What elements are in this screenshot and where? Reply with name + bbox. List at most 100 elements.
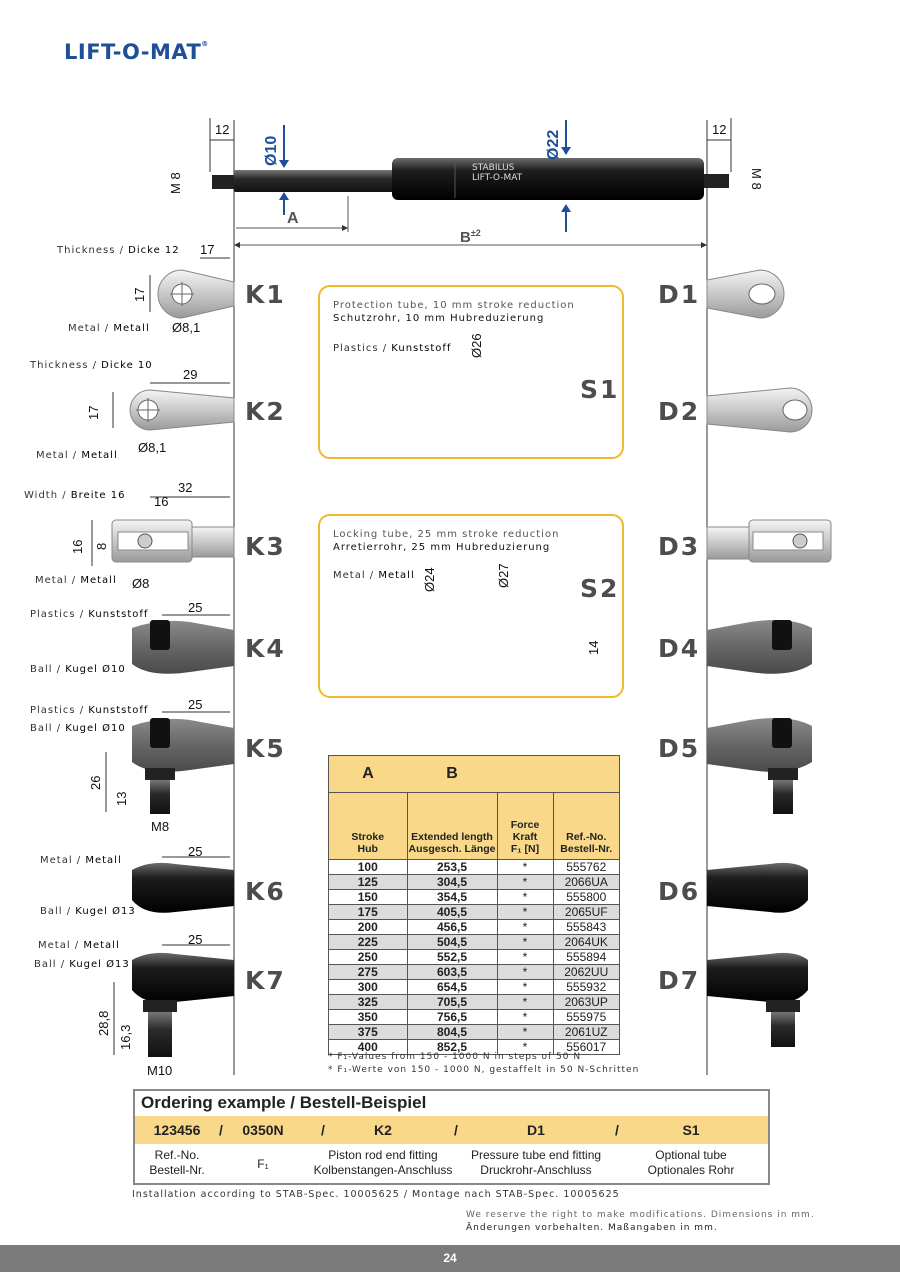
table-cell: * (496, 904, 554, 920)
table-cell: 253,5 (406, 859, 498, 875)
table-cell: 555762 (552, 859, 620, 875)
k6-material: Metal / Metall (40, 855, 122, 866)
k6-drawing (132, 856, 234, 913)
k6-ball: Ball / Kugel Ø13 (40, 906, 136, 917)
k3-w1: 32 (178, 480, 193, 495)
k7-thread: M10 (147, 1063, 173, 1078)
k5-thread: M8 (151, 819, 170, 834)
table-cell: * (496, 859, 554, 875)
table-cell: 325 (328, 994, 408, 1010)
table-cell: 2065UF (552, 904, 620, 920)
k5-plastics: Plastics / Kunststoff (30, 705, 149, 716)
table-cell: 555932 (552, 979, 620, 995)
code-d1: D1 (658, 280, 701, 309)
reserve-note-de: Änderungen vorbehalten. Maßangaben in mm… (466, 1223, 718, 1233)
d4-drawing (707, 620, 812, 674)
table-cell: * (496, 919, 554, 935)
code-k5: K5 (245, 734, 286, 763)
table-cell: * (496, 994, 554, 1010)
table-cell: 150 (328, 889, 408, 905)
code-d3: D3 (658, 532, 701, 561)
k4-width: 25 (188, 600, 203, 615)
s2-material: Metal / Metall (333, 570, 415, 581)
k4-plastics: Plastics / Kunststoff (30, 609, 149, 620)
ordering-example: Ordering example / Bestell-Beispiel 1234… (133, 1089, 770, 1185)
order-tube-end: D1 (527, 1122, 545, 1138)
table-cell: * (496, 874, 554, 890)
header-ref: Ref.-No.Bestell-Nr. (552, 792, 620, 860)
k4-ball: Ball / Kugel Ø10 (30, 664, 126, 675)
rod-diameter: Ø10 (263, 135, 280, 166)
d6-drawing (707, 862, 808, 913)
k2-thickness: Thickness / Dicke 10 (30, 360, 153, 371)
s2-dia1: Ø24 (422, 567, 437, 592)
k6-width: 25 (188, 844, 203, 859)
col-a-top: A (328, 755, 407, 793)
table-cell: 225 (328, 934, 408, 950)
k4-drawing (132, 614, 234, 674)
table-cell: 100 (328, 859, 408, 875)
table-cell: 2061UZ (552, 1024, 620, 1040)
k5-width: 25 (188, 697, 203, 712)
k3-w2: 16 (154, 494, 169, 509)
k1-material: Metal / Metall (68, 323, 150, 334)
sep-2: / (321, 1122, 325, 1138)
k3-h1: 16 (70, 539, 85, 554)
tube-print-2: LIFT-O-MAT (472, 173, 523, 183)
sep-1: / (219, 1122, 223, 1138)
installation-note: Installation according to STAB-Spec. 100… (132, 1189, 620, 1200)
thread-right: M 8 (749, 168, 764, 190)
length-label: B±2 (460, 228, 481, 246)
k2-width: 29 (183, 367, 198, 382)
k5-h1: 26 (88, 775, 103, 790)
s1-box (318, 285, 624, 459)
s2-dia2: Ø27 (496, 563, 511, 588)
k2-height: 17 (86, 405, 101, 420)
col-d-top (553, 755, 620, 793)
thread-left: M 8 (168, 172, 183, 194)
table-cell: 603,5 (406, 964, 498, 980)
table-cell: 2066UA (552, 874, 620, 890)
table-cell: 556017 (552, 1039, 620, 1055)
gas-spring (212, 158, 729, 200)
code-d6: D6 (658, 877, 701, 906)
order-force: 0350N (242, 1122, 284, 1138)
table-cell: * (496, 964, 554, 980)
k2-hole: Ø8,1 (138, 440, 167, 455)
code-s2: S2 (580, 574, 620, 603)
table-cell: 555843 (552, 919, 620, 935)
page-number: 24 (443, 1251, 457, 1265)
d2-drawing (706, 387, 813, 433)
k3-h2: 8 (94, 542, 109, 550)
k1-width: 17 (200, 242, 215, 257)
k1-thickness: Thickness / Dicke 12 (57, 245, 180, 256)
d5-drawing (707, 718, 812, 814)
table-cell: 555800 (552, 889, 620, 905)
k3-material: Metal / Metall (35, 575, 117, 586)
code-k6: K6 (245, 877, 286, 906)
table-cell: 304,5 (406, 874, 498, 890)
table-note-en: * F₁-Values from 150 - 1000 N in steps o… (328, 1052, 582, 1062)
table-cell: 852,5 (406, 1039, 498, 1055)
table-cell: 300 (328, 979, 408, 995)
k2-drawing (112, 382, 235, 431)
k7-drawing (113, 944, 234, 1057)
d1-drawing (706, 269, 785, 319)
k7-material: Metal / Metall (38, 940, 120, 951)
k7-h2: 16,3 (118, 1024, 133, 1050)
s1-diameter: Ø26 (469, 333, 484, 358)
